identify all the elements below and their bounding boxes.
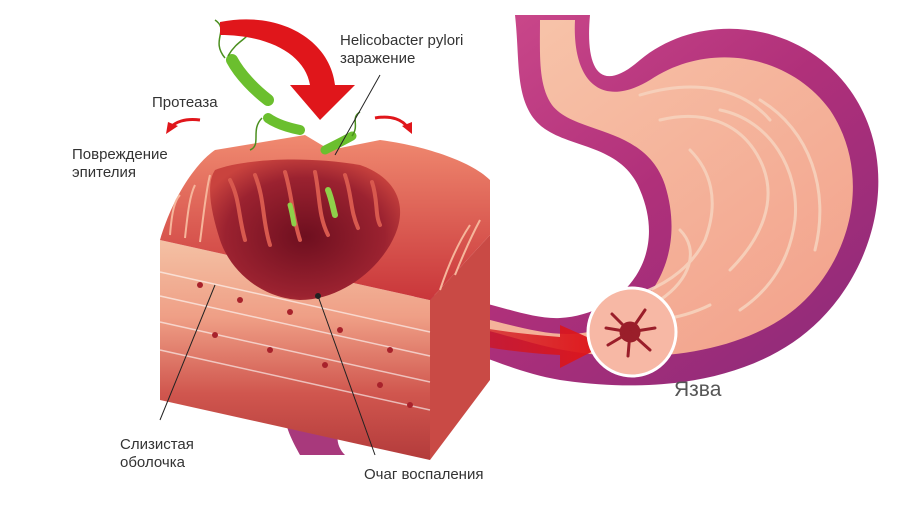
label-ulcer: Язва xyxy=(674,378,722,401)
pointer-arrow-to-ulcer xyxy=(325,278,605,368)
tissue-cells xyxy=(197,282,413,408)
ulcer-spot xyxy=(586,286,678,378)
label-epithelium-damage: Повреждение эпителия xyxy=(72,146,168,181)
label-mucosa: Слизистая оболочка xyxy=(120,436,194,471)
tissue-layers xyxy=(159,271,431,411)
helicobacter-bacterium-icon xyxy=(249,113,305,151)
tissue-cross-section xyxy=(159,135,490,460)
label-protease: Протеаза xyxy=(152,94,218,111)
stomach-inner-lining xyxy=(400,20,853,357)
helicobacter-bacterium-icon xyxy=(320,111,361,155)
leader-lines xyxy=(159,74,381,456)
ulcer-lesion-icon xyxy=(604,308,657,358)
helicobacter-bacterium-icon xyxy=(287,202,297,227)
protease-arrow-left-head xyxy=(166,122,178,134)
helicobacter-bacteria xyxy=(214,19,361,227)
helicobacter-bacterium-icon xyxy=(325,187,338,218)
label-helicobacter: Helicobacter pylori заражение xyxy=(340,32,464,67)
label-inflammation: Очаг воспаления xyxy=(364,466,484,483)
red-curved-arrow-icon xyxy=(220,19,355,121)
epithelium-villi xyxy=(169,174,481,291)
stomach-folds xyxy=(598,85,822,324)
protease-arrow-right-head xyxy=(402,122,412,134)
ulcer-crater xyxy=(210,159,401,300)
